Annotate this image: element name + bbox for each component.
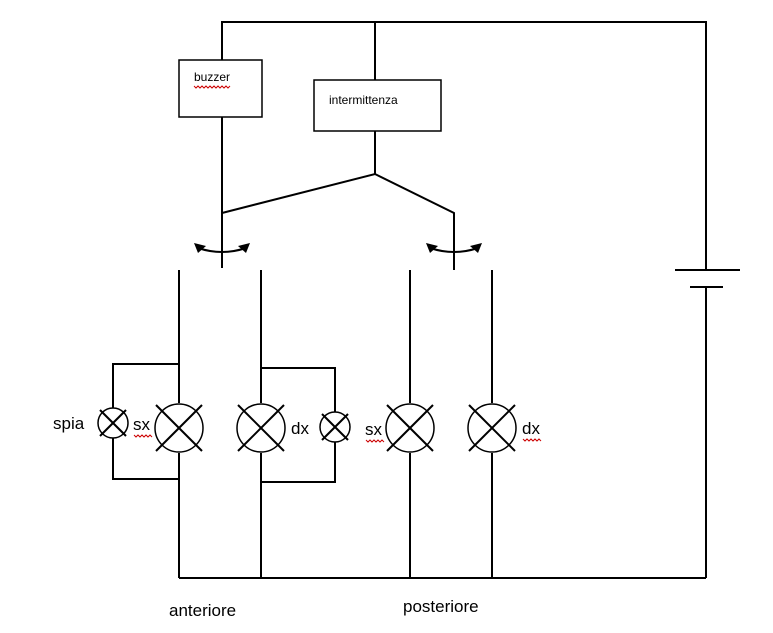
supply-wiring bbox=[221, 21, 707, 578]
front-group-label: anteriore bbox=[169, 601, 236, 620]
lamp-front-left bbox=[154, 403, 204, 453]
front-switch-arrow-right bbox=[238, 243, 250, 253]
dx-small-lamp-cross-b bbox=[321, 413, 349, 441]
lamp-rear-left bbox=[385, 403, 435, 453]
rear-right-label: dx bbox=[522, 419, 540, 438]
flasher-box bbox=[313, 79, 442, 132]
front-right-lamp-cross-b bbox=[237, 404, 285, 452]
battery-symbol bbox=[675, 269, 740, 288]
dx-loop-bottom bbox=[261, 442, 336, 483]
spia-label: spia bbox=[53, 414, 85, 433]
spia-loop-top bbox=[112, 363, 179, 408]
buzzer-block: buzzer bbox=[178, 59, 263, 268]
lamp-rear-right bbox=[467, 403, 517, 453]
spia-loop-bottom bbox=[112, 438, 179, 480]
rear-left-lamp-cross-b bbox=[386, 404, 434, 452]
parallel-loops bbox=[112, 363, 336, 483]
spia-lamp-cross-b bbox=[99, 409, 127, 437]
switch-feed-wires bbox=[221, 172, 455, 270]
top-rail-wire bbox=[221, 21, 707, 270]
rear-left-label: sx bbox=[365, 420, 383, 439]
front-switch bbox=[194, 243, 250, 253]
buzzer-spell-underline bbox=[193, 85, 231, 89]
front-left-spell-underline bbox=[133, 434, 153, 438]
front-left-lamp-cross-b bbox=[155, 404, 203, 452]
lamp-front-right-small bbox=[319, 411, 351, 443]
rear-left-spell-underline bbox=[365, 439, 385, 443]
flasher-label: intermittenza bbox=[329, 93, 398, 107]
buzzer-box bbox=[178, 59, 263, 118]
front-switch-arrow-left bbox=[194, 243, 206, 253]
dx-loop-top bbox=[261, 367, 336, 412]
front-right-label: dx bbox=[291, 419, 309, 438]
rear-switch-arrow-right bbox=[470, 243, 482, 253]
rear-group-label: posteriore bbox=[403, 597, 479, 616]
lamp-branch-wires bbox=[178, 270, 706, 579]
flasher-block: intermittenza bbox=[221, 79, 455, 270]
rear-right-spell-underline bbox=[522, 438, 542, 442]
rear-right-lamp-cross-b bbox=[468, 404, 516, 452]
lamp-spia bbox=[97, 407, 129, 439]
lamp-front-right bbox=[236, 403, 286, 453]
buzzer-label: buzzer bbox=[194, 70, 230, 84]
rear-switch-arrow-left bbox=[426, 243, 438, 253]
front-left-label: sx bbox=[133, 415, 151, 434]
rear-switch bbox=[426, 243, 482, 253]
